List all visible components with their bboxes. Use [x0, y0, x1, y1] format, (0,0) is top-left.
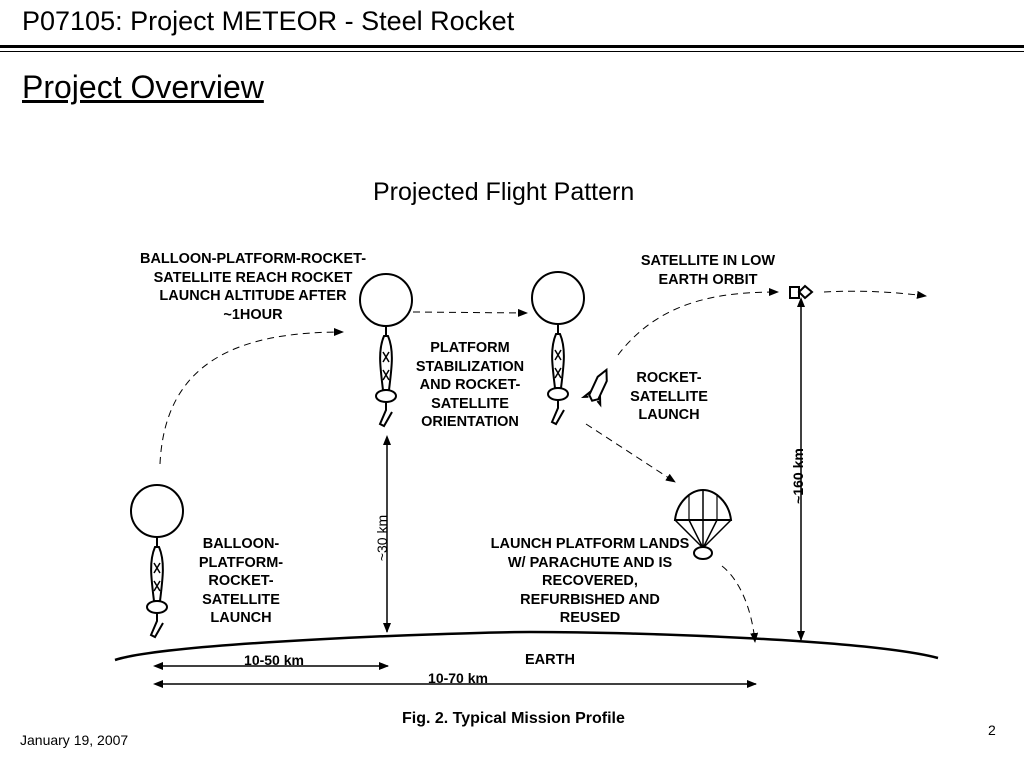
slide-header-title: P07105: Project METEOR - Steel Rocket [22, 6, 515, 36]
dimension-30km-label: ~30 km [374, 514, 390, 562]
drift-trajectory-arrow [412, 308, 528, 317]
footer-date: January 19, 2007 [20, 732, 129, 748]
dimension-160km-label: ~160 km [790, 448, 806, 504]
label-balloon-launch: BALLOON-PLATFORM-ROCKET-SATELLITE LAUNCH [198, 536, 284, 626]
dimension-range-long-label: 10-70 km [428, 670, 488, 686]
diagram-title: Projected Flight Pattern [373, 178, 635, 206]
balloon-orientation-icon [531, 271, 585, 425]
label-stabilization: PLATFORM STABILIZATION AND ROCKET-SATELL… [415, 340, 525, 430]
label-rocket-launch: ROCKET-SATELLITE LAUNCH [630, 370, 708, 423]
label-platform-lands: LAUNCH PLATFORM LANDS W/ PARACHUTE AND I… [490, 536, 690, 626]
descent-trajectory-arrow [585, 423, 676, 483]
label-reach-altitude: BALLOON-PLATFORM-ROCKET-SATELLITE REACH … [139, 251, 367, 323]
page-heading: Project Overview [22, 69, 264, 105]
label-satellite-orbit: SATELLITE IN LOW EARTH ORBIT [640, 253, 776, 288]
satellite-icon [789, 284, 814, 300]
balloon-launch-icon [130, 484, 184, 638]
page-number: 2 [988, 722, 996, 738]
figure-caption: Fig. 2. Typical Mission Profile [402, 710, 625, 727]
ascent-trajectory-arrow [159, 328, 344, 465]
orbit-trajectory-arrow [823, 290, 927, 299]
header-rule-thick [0, 45, 1024, 48]
landing-trajectory-arrow [721, 565, 759, 643]
rocket-trajectory-arrow [617, 288, 779, 356]
header-rule-thin [0, 51, 1024, 52]
rocket-icon [580, 367, 608, 408]
dimension-range-short-label: 10-50 km [244, 652, 304, 668]
label-earth: EARTH [525, 652, 575, 668]
parachute-icon [673, 488, 733, 560]
earth-surface-line [114, 630, 939, 662]
